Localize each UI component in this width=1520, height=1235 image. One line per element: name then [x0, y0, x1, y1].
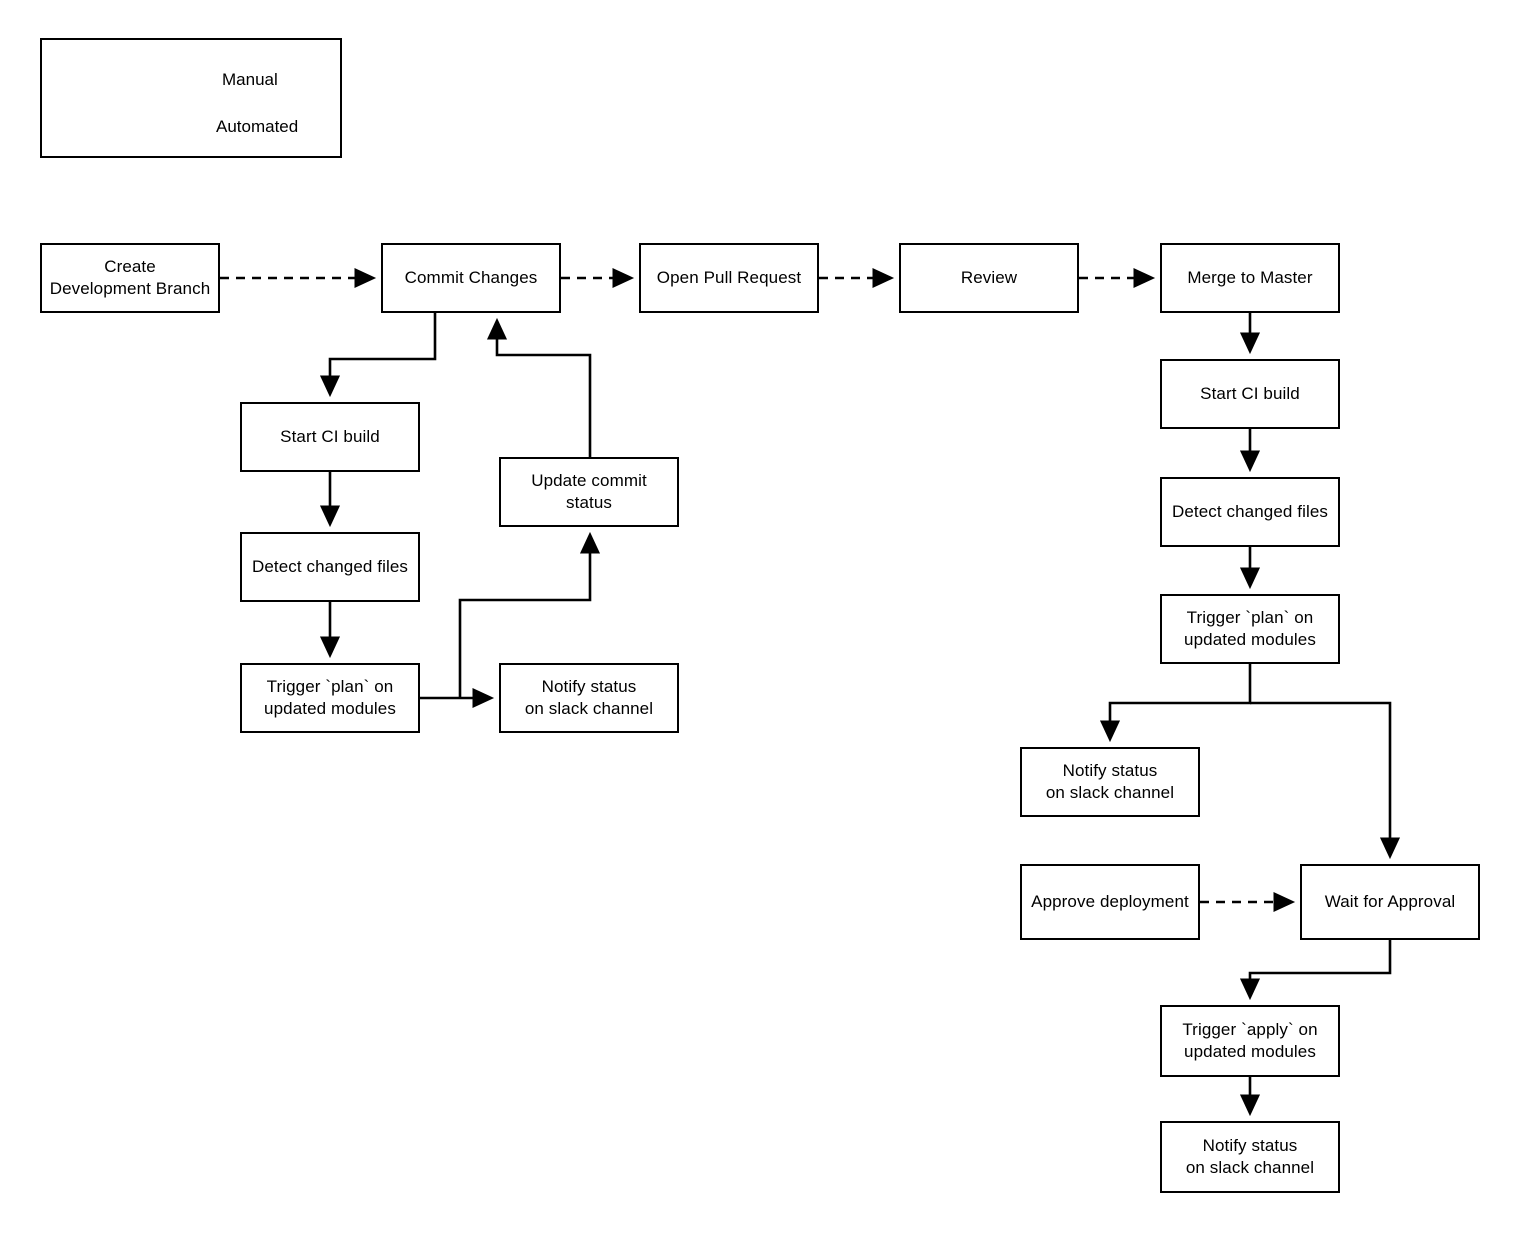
node-trigger-plan-master[interactable]: Trigger `plan` on updated modules	[1160, 594, 1340, 664]
node-start-ci-build-dev[interactable]: Start CI build	[240, 402, 420, 472]
node-merge-to-master[interactable]: Merge to Master	[1160, 243, 1340, 313]
node-trigger-apply-master[interactable]: Trigger `apply` on updated modules	[1160, 1005, 1340, 1077]
node-notify-status-dev[interactable]: Notify status on slack channel	[499, 663, 679, 733]
legend-box	[40, 38, 342, 158]
edge-trigger-plan-master-to-notify	[1099, 664, 1252, 743]
node-trigger-plan-dev[interactable]: Trigger `plan` on updated modules	[240, 663, 420, 733]
edge-wait-to-trigger-apply	[1239, 940, 1392, 1001]
legend-label-automated: Automated	[216, 117, 299, 136]
node-update-commit-status[interactable]: Update commit status	[499, 457, 679, 527]
node-detect-changed-files-master[interactable]: Detect changed files	[1160, 477, 1340, 547]
edge-commit-to-start-ci	[319, 313, 437, 398]
node-commit-changes[interactable]: Commit Changes	[381, 243, 561, 313]
node-create-development-branch[interactable]: Create Development Branch	[40, 243, 220, 313]
node-open-pull-request[interactable]: Open Pull Request	[639, 243, 819, 313]
node-notify-status-master-plan[interactable]: Notify status on slack channel	[1020, 747, 1200, 817]
legend-label-manual: Manual	[222, 70, 278, 89]
edge-trigger-plan-master-to-wait	[1250, 701, 1401, 860]
node-detect-changed-files-dev[interactable]: Detect changed files	[240, 532, 420, 602]
node-approve-deployment[interactable]: Approve deployment	[1020, 864, 1200, 940]
node-notify-status-master-apply[interactable]: Notify status on slack channel	[1160, 1121, 1340, 1193]
node-wait-for-approval[interactable]: Wait for Approval	[1300, 864, 1480, 940]
node-review[interactable]: Review	[899, 243, 1079, 313]
node-start-ci-build-master[interactable]: Start CI build	[1160, 359, 1340, 429]
edge-update-status-to-commit	[486, 317, 592, 457]
